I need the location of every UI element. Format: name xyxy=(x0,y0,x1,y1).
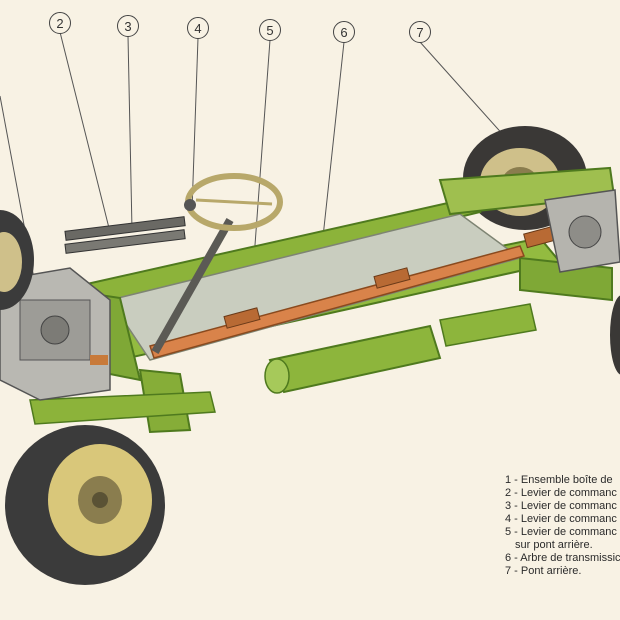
callout-3: 3 xyxy=(117,15,139,37)
callout-7: 7 xyxy=(409,21,431,43)
leader-lines xyxy=(0,31,541,303)
gear-linkage xyxy=(64,199,196,254)
legend-item-5: 5 - Levier de commanc xyxy=(505,526,617,538)
legend-item-4: 4 - Levier de commanc xyxy=(505,513,617,525)
legend-item-5-cont: sur pont arrière. xyxy=(515,539,593,551)
callout-4: 4 xyxy=(187,17,209,39)
callout-5: 5 xyxy=(259,19,281,41)
front-wheel-right xyxy=(0,210,34,310)
rear-axle-differential xyxy=(544,189,620,273)
propeller-shaft xyxy=(149,225,557,359)
legend-item-3: 3 - Levier de commanc xyxy=(505,500,617,512)
legend-item-1: 1 - Ensemble boîte de xyxy=(505,474,613,486)
legend: 1 - Ensemble boîte de 2 - Levier de comm… xyxy=(505,474,620,578)
legend-item-7: 7 - Pont arrière. xyxy=(505,565,582,577)
gearbox-assembly xyxy=(0,267,111,401)
legend-item-2: 2 - Levier de commanc xyxy=(505,487,617,499)
callout-2: 2 xyxy=(49,12,71,34)
rear-wheel-left xyxy=(610,295,620,375)
callout-6: 6 xyxy=(333,21,355,43)
legend-item-6: 6 - Arbre de transmissic xyxy=(505,552,620,564)
front-wheel-left xyxy=(5,425,165,585)
